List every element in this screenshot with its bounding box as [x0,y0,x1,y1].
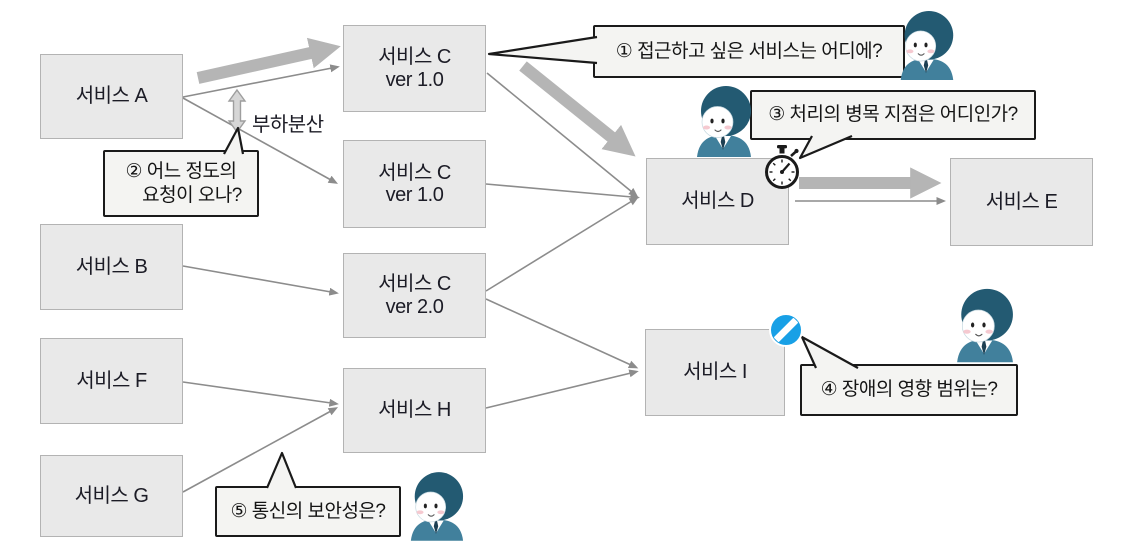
service-label: 서비스 I [683,361,747,384]
bubble-text: ① 접근하고 싶은 서비스는 어디에? [615,40,883,62]
bubble-5-comm-security: ⑤ 통신의 보안성은? [215,486,401,537]
bubble-2-tail [223,126,245,155]
service-box-i: 서비스 I [645,329,785,416]
service-box-a: 서비스 A [40,54,183,139]
service-label: 서비스 C [378,161,451,184]
stopwatch-icon [765,145,799,189]
person-icon [900,10,954,80]
person-icon [410,472,464,541]
person-icon [957,288,1013,363]
service-label: 서비스 H [378,399,451,422]
bubble-1-service-discovery: ① 접근하고 싶은 서비스는 어디에? [593,25,905,78]
service-box-h: 서비스 H [343,368,486,453]
load-balance-label: 부하분산 [252,114,324,136]
service-label: 서비스 G [74,484,149,507]
service-box-g: 서비스 G [40,455,183,537]
bubble-5-tail [265,451,298,489]
service-version: ver 1.0 [385,68,444,91]
thin-request-arrows [182,64,946,493]
person-icon [697,86,751,157]
service-label: 서비스 A [75,85,148,108]
bubble-2-request-volume: ② 어느 정도의 요청이 오나? [103,150,259,217]
bubble-text-line1: ② 어느 정도의 [125,160,238,182]
service-box-f: 서비스 F [40,338,183,424]
bubble-3-bottleneck: ③ 처리의 병목 지점은 어디인가? [750,90,1036,140]
service-label: 서비스 F [76,369,147,392]
service-box-e: 서비스 E [950,158,1093,246]
service-label: 서비스 B [75,255,148,278]
bubble-text: ⑤ 통신의 보안성은? [230,500,386,522]
bubble-text-line2: 요청이 오나? [142,184,242,206]
bubble-text: ④ 장애의 영향 범위는? [820,379,998,401]
bubble-4-failure-impact: ④ 장애의 영향 범위는? [800,364,1018,416]
prohibition-icon [769,313,803,347]
service-label: 서비스 D [681,190,754,213]
thick-flow-arrows [196,37,942,199]
service-version: ver 1.0 [385,184,444,206]
service-box-b: 서비스 B [40,224,183,310]
service-label: 서비스 C [378,46,451,69]
bubble-3-tail [798,134,853,160]
bubble-1-tail [487,35,598,65]
bubble-text: ③ 처리의 병목 지점은 어디인가? [768,104,1018,126]
bubble-4-tail [800,335,859,369]
service-label: 서비스 E [985,190,1058,213]
service-label: 서비스 C [378,273,451,296]
service-version: ver 2.0 [385,295,444,318]
